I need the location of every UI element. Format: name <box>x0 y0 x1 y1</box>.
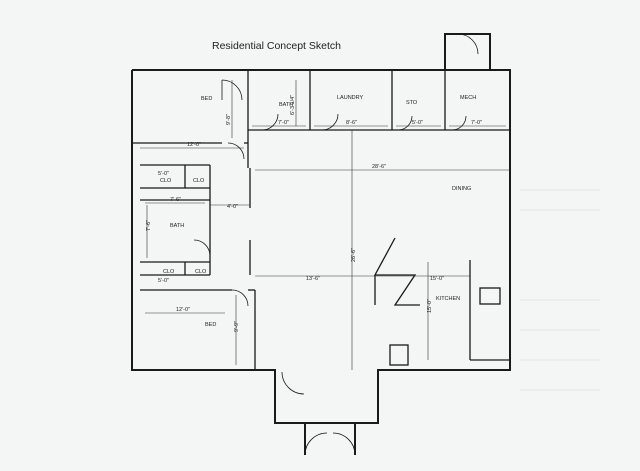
dim-bath-mid-depth: 7'-6" <box>146 220 152 231</box>
room-label-clo-1: CLO <box>160 178 172 184</box>
dim-living-width: 13'-6" <box>306 276 320 282</box>
dim-clo-lower-width: 5'-0" <box>158 278 169 284</box>
exterior-walls <box>131 33 511 455</box>
doors <box>193 33 479 456</box>
dim-mech-width: 7'-0" <box>471 120 482 126</box>
room-label-bed-top: BED <box>201 96 212 102</box>
room-label-laundry: LAUNDRY <box>337 95 364 101</box>
room-label-clo-3: CLO <box>163 269 175 275</box>
dim-bath-mid-width: 7'-6" <box>170 197 181 203</box>
interior-walls <box>132 70 510 370</box>
background-guides <box>520 189 600 391</box>
dim-bed-top-width: 12'-0" <box>187 142 201 148</box>
room-label-bath-top: BATH <box>279 102 293 108</box>
dim-bed-bottom-width: 12'-0" <box>176 307 190 313</box>
room-label-clo-2: CLO <box>193 178 205 184</box>
room-label-kitchen: KITCHEN <box>436 296 460 302</box>
room-label-sto: STO <box>406 100 418 106</box>
dim-laundry-width: 8'-6" <box>346 120 357 126</box>
dim-dining-width: 28'-6" <box>372 164 386 170</box>
dim-bed-top-depth: 9'-8" <box>226 114 232 125</box>
page-title: Residential Concept Sketch <box>212 40 341 52</box>
dim-sto-width: 5'-0" <box>412 120 423 126</box>
room-label-bed-bottom: BED <box>205 322 216 328</box>
room-label-bath-mid: BATH <box>170 223 184 229</box>
room-label-dining: DINING <box>452 186 471 192</box>
room-label-clo-4: CLO <box>195 269 207 275</box>
dim-kitchen-depth: 15'-0" <box>427 299 433 313</box>
dimension-lines <box>140 80 510 370</box>
room-label-mech: MECH <box>460 95 476 101</box>
dim-kitchen-width: 15'-0" <box>430 276 444 282</box>
dim-bath-top-depth: 6'-3 1/4" <box>290 95 296 115</box>
dim-bed-bottom-depth: 9'-9" <box>234 321 240 332</box>
dim-bath-top-width: 7'-0" <box>278 120 289 126</box>
dim-hall-width: 4'-0" <box>227 204 238 210</box>
dim-great-room-depth: 26'-6" <box>351 248 357 262</box>
dim-clo-upper-width: 5'-0" <box>158 171 169 177</box>
